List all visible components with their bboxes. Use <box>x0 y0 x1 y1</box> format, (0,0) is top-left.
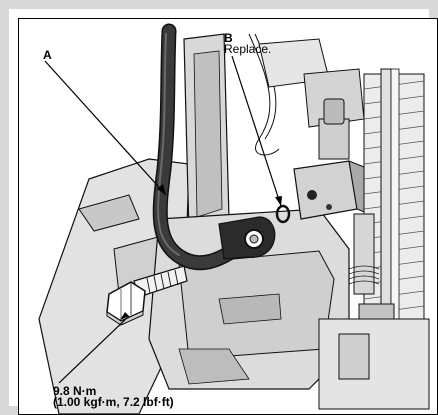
callout-label-b: B <box>224 31 233 45</box>
block-fitting <box>293 160 358 220</box>
torque-spec-primary: 9.8 N·m <box>53 384 97 398</box>
callout-note-b: Replace. <box>224 42 272 56</box>
ac-pipe-illustration <box>38 23 430 414</box>
leader-line-b <box>231 55 282 207</box>
callout-label-a: A <box>43 48 52 62</box>
bolt-icon <box>106 265 188 326</box>
leader-line-a <box>44 60 167 196</box>
o-ring-icon <box>275 204 291 224</box>
torque-spec-secondary: (1.00 kgf·m, 7.2 lbf·ft) <box>53 395 174 409</box>
diagram-canvas: A B Replace. 9.8 N·m (1.00 kgf·m, 7.2 lb… <box>18 18 438 415</box>
leader-line-torque <box>58 315 130 384</box>
